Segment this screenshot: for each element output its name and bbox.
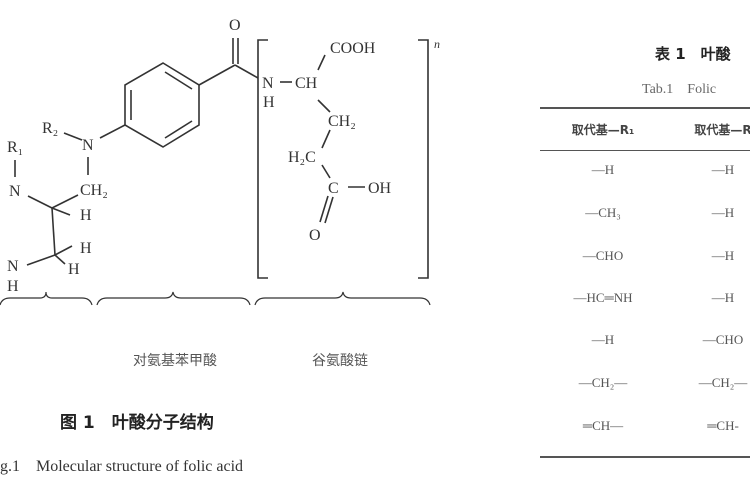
- table-cell: —CHO: [702, 332, 744, 347]
- atom-h2c: H₂C: [288, 149, 316, 166]
- atom-h: H: [68, 261, 80, 278]
- table-cell: —H: [591, 162, 615, 177]
- right-bracket: [418, 39, 429, 279]
- figure-caption-cn: 图 1 叶酸分子结构: [60, 413, 214, 433]
- brace-pteridine: [0, 291, 93, 306]
- table-header: 取代基—R: [694, 123, 750, 137]
- benzene-ring: [124, 62, 200, 148]
- atom-r1: R₁: [7, 139, 23, 156]
- table-bottom-rule: [540, 456, 750, 458]
- atom-o: O: [229, 17, 241, 34]
- table-cell: —H: [711, 162, 735, 177]
- table-cell: —H: [711, 205, 735, 220]
- atom-c: C: [328, 180, 339, 197]
- table-title-cn: 表 1 叶酸: [655, 45, 731, 63]
- atom-cooh: COOH: [330, 40, 376, 57]
- table-cell: —H: [711, 290, 735, 305]
- table-cell: —CH₂—: [698, 375, 748, 390]
- atom-oh: OH: [368, 180, 392, 197]
- table-header-rule: [540, 150, 750, 151]
- atom-n: N: [7, 258, 19, 275]
- table-cell: —H: [591, 332, 615, 347]
- atom-n: N: [262, 75, 274, 92]
- atom-h: H: [80, 240, 92, 257]
- atom-h: H: [80, 207, 92, 224]
- atom-ch2: CH₂: [328, 113, 356, 130]
- table-cell: —CH₃: [585, 205, 621, 220]
- atom-ch2: CH₂: [80, 182, 108, 199]
- atom-o: O: [309, 227, 321, 244]
- label-aminobenzoic-acid: 对氨基苯甲酸: [133, 353, 217, 369]
- table-title-en: Tab.1 Folic: [642, 82, 717, 97]
- table-cell: —CHO: [582, 248, 624, 263]
- brace-aminobenzoic: [96, 291, 251, 306]
- atom-h: H: [263, 94, 275, 111]
- folic-acid-structure: O N H CH COOH CH₂ H₂C C OH O n R₂ N R₁ N…: [0, 17, 440, 306]
- table-cell: —CH₂—: [578, 375, 628, 390]
- table-header: 取代基—R₁: [571, 123, 635, 137]
- table-cell: ═CH—: [582, 418, 624, 433]
- atom-ch: CH: [295, 75, 318, 92]
- atom-r2: R₂: [42, 120, 58, 137]
- label-glutamate-chain: 谷氨酸链: [312, 353, 368, 369]
- table-cell: —H: [711, 248, 735, 263]
- repeat-n: n: [434, 37, 440, 51]
- atom-n: N: [9, 183, 21, 200]
- atom-h: H: [7, 278, 19, 295]
- table-top-rule: [540, 107, 750, 109]
- table-cell: ═CH-: [707, 418, 739, 433]
- atom-n: N: [82, 137, 94, 154]
- left-bracket: [257, 39, 268, 279]
- brace-glutamate: [254, 291, 431, 306]
- figure-caption-en: g.1 Molecular structure of folic acid: [0, 458, 244, 475]
- table-cell: —HC═NH: [573, 290, 633, 305]
